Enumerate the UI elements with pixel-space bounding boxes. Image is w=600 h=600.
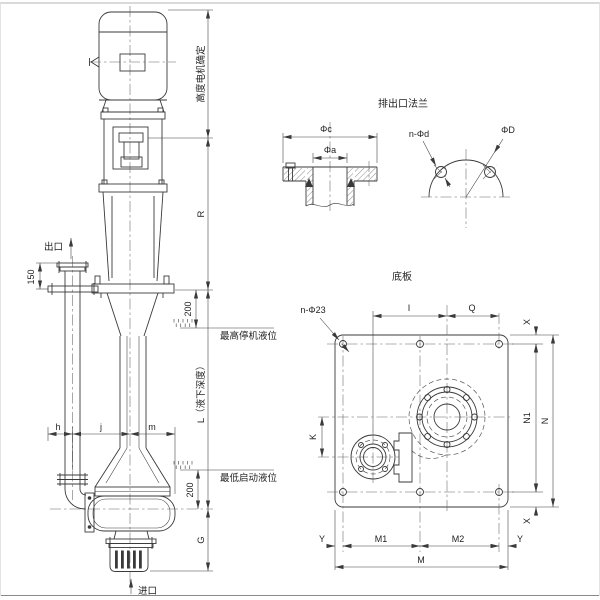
discharge-flange-opening — [350, 434, 396, 480]
dim-phi-c-text: Φc — [320, 124, 332, 134]
pump-casing — [50, 447, 213, 532]
dim-M-text: M — [417, 555, 425, 565]
flange-bolt-circle-view: n-Φd ΦD — [409, 125, 515, 228]
dim-M1-text: M1 — [375, 534, 388, 544]
dim-phi-D-text: ΦD — [501, 125, 515, 135]
flange-side-profile — [393, 432, 413, 483]
flange-detail-view: 排出口法兰 Φc Φa — [282, 97, 515, 228]
inlet-label: 进口 — [138, 586, 157, 597]
volute — [87, 495, 176, 532]
dim-m-text: m — [148, 422, 156, 432]
flange-bolt — [285, 162, 296, 181]
dimension-bottom: Y M1 M2 Y M — [319, 510, 523, 570]
min-start-level-label: 最低启动液位 — [220, 472, 278, 484]
motor-lifting-lug — [89, 56, 100, 68]
dim-M2-text: M2 — [452, 534, 465, 544]
dim-X-top-text: X — [522, 319, 532, 325]
dimension-K: K — [308, 416, 325, 457]
dim-n-phi-d-text: n-Φd — [409, 129, 429, 139]
dim-Y-right-text: Y — [517, 534, 523, 544]
dim-I-text: I — [408, 303, 411, 313]
dim-N-text: N — [540, 418, 550, 425]
dimension-hjm: h j m — [47, 422, 176, 494]
coupling-window — [112, 126, 149, 170]
base-plate-title: 底板 — [392, 270, 412, 283]
dimension-IQ: I Q — [372, 303, 499, 319]
dim-K-text: K — [308, 434, 318, 440]
dim-Y-left-text: Y — [319, 534, 325, 544]
dim-motor-height-text: 高度电机确定 — [195, 45, 207, 103]
pump-opening — [408, 378, 486, 459]
discharge-pipe — [47, 256, 99, 533]
outlet-label: 出口 — [44, 241, 63, 253]
dim-G-text: G — [196, 536, 207, 543]
dim-N1-text: N1 — [522, 412, 532, 424]
anchor-holes — [339, 340, 503, 496]
dim-150-text: 150 — [26, 269, 36, 284]
flange-section-view: Φc Φa — [282, 122, 378, 214]
elbow-flange — [84, 492, 95, 533]
mounting-plate — [91, 275, 175, 298]
callout-n-phi-23: n-Φ23 — [300, 305, 350, 353]
flange-view-title: 排出口法兰 — [378, 97, 428, 110]
support-stand — [102, 191, 164, 282]
main-view: 出口 进口 150 h j m — [26, 6, 278, 597]
coupling-bracket — [98, 107, 168, 193]
dim-R-text: R — [196, 210, 207, 217]
dimension-150: 150 — [26, 262, 57, 290]
liquid-levels: 200 最高停机液位 200 最低启动液位 — [173, 289, 278, 509]
dim-h-text: h — [55, 422, 60, 432]
dimension-right: X N1 X N — [510, 319, 559, 524]
dim-200-lower-text: 200 — [185, 482, 195, 497]
base-plate — [334, 334, 509, 508]
bolt-hole — [435, 166, 447, 178]
dim-n-phi-23-text: n-Φ23 — [300, 305, 325, 315]
dim-200-upper-text: 200 — [183, 301, 193, 316]
max-stop-level-label: 最高停机液位 — [220, 330, 278, 342]
motor-terminal-box — [119, 53, 146, 72]
bolt-hole — [484, 166, 496, 178]
column-pipe — [106, 292, 159, 448]
motor — [89, 11, 176, 113]
dim-phi-a-text: Φa — [324, 145, 336, 155]
base-plate-view: 底板 — [300, 270, 559, 570]
flow-labels: 出口 进口 — [44, 238, 157, 597]
dim-j-text: j — [99, 422, 102, 432]
dim-L-text: L（液下深度） — [195, 361, 207, 423]
dim-X-bottom-text: X — [522, 518, 532, 524]
dim-Q-text: Q — [468, 303, 475, 313]
suction-strainer — [105, 530, 157, 572]
